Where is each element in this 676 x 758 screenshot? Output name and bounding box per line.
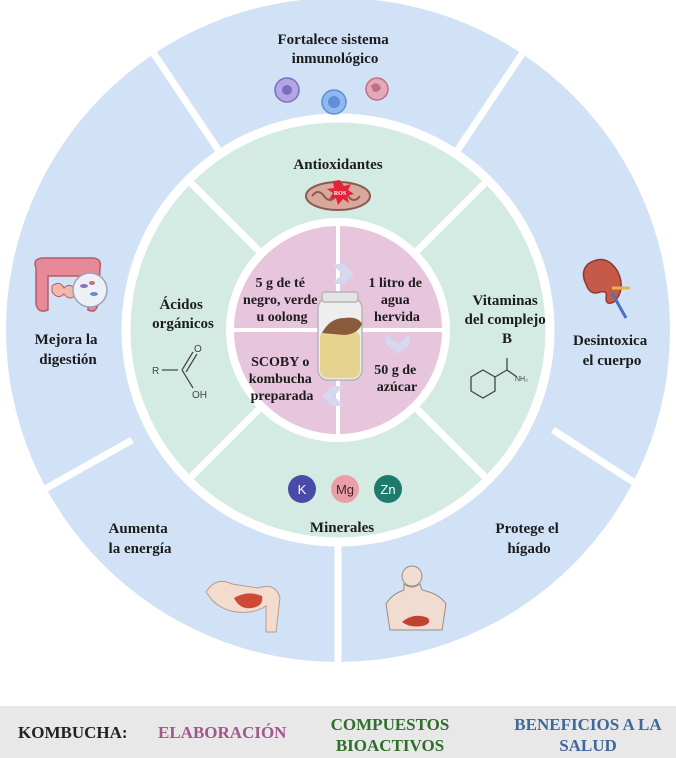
elaboracion-label-te: 5 g de té negro, verde u oolong bbox=[243, 276, 321, 325]
svg-text:Zn: Zn bbox=[380, 482, 395, 497]
beneficio-label-digestion: Mejora la digestión bbox=[35, 332, 102, 368]
legend-beneficios: BENEFICIOS A LA SALUD bbox=[500, 714, 676, 756]
beneficio-label-inmune: Fortalece sistema inmunológico bbox=[278, 32, 393, 67]
beneficio-label-higado: Protege el hígado bbox=[495, 521, 562, 557]
legend-elaboracion: ELABORACIÓN bbox=[158, 722, 286, 743]
arrow-left-icon bbox=[322, 386, 344, 406]
kidney-icon bbox=[582, 258, 630, 319]
kombucha-diagram: 5 g de té negro, verde u oolong 1 litro … bbox=[6, 0, 670, 662]
legend-elaboracion-text: ELABORACIÓN bbox=[158, 723, 287, 742]
legend-bar: KOMBUCHA: ELABORACIÓN COMPUESTOS BIOACTI… bbox=[0, 706, 676, 758]
svg-text:ROS: ROS bbox=[334, 191, 347, 197]
liver-icon bbox=[385, 565, 447, 631]
compuesto-label-minerales: Minerales bbox=[310, 520, 374, 536]
compuesto-label-acidos: Ácidos orgánicos bbox=[152, 296, 214, 332]
legend-compuestos-line1: COMPUESTOS bbox=[330, 715, 450, 734]
svg-text:OH: OH bbox=[192, 390, 207, 401]
legend-beneficios-line1: BENEFICIOS A LA bbox=[514, 715, 662, 734]
elaboracion-label-azucar: 50 g de azúcar bbox=[374, 363, 420, 395]
svg-text:Mg: Mg bbox=[336, 482, 354, 497]
arrow-right-icon bbox=[332, 264, 354, 284]
nicotinamide-structure-icon: NH₂ bbox=[470, 358, 528, 399]
outer-ring-border bbox=[121, 113, 555, 547]
compuesto-label-vitaminas: Vitaminas del complejo B bbox=[465, 293, 550, 347]
muscle-arm-icon bbox=[205, 580, 281, 633]
kombucha-jar-icon bbox=[317, 291, 363, 381]
svg-text:NH₂: NH₂ bbox=[515, 376, 528, 383]
svg-text:K: K bbox=[298, 482, 307, 497]
elaboracion-label-scoby: SCOBY o kombucha preparada bbox=[249, 355, 316, 404]
process-arrows bbox=[322, 264, 410, 406]
elaboracion-label-agua: 1 litro de agua hervida bbox=[369, 276, 426, 325]
svg-text:O: O bbox=[194, 344, 202, 355]
arrow-down-icon bbox=[386, 334, 410, 354]
beneficio-label-desintoxica: Desintoxica el cuerpo bbox=[573, 333, 651, 369]
middle-dividers bbox=[186, 178, 490, 482]
mineral-ions-icon: K Mg Zn bbox=[288, 475, 402, 503]
carboxylic-acid-structure-icon: R O OH bbox=[152, 344, 207, 401]
intestine-icon bbox=[34, 257, 108, 312]
mitochondria-icon: ROS bbox=[305, 180, 371, 211]
legend-compuestos: COMPUESTOS BIOACTIVOS bbox=[310, 714, 470, 756]
legend-compuestos-line2: BIOACTIVOS bbox=[335, 736, 445, 755]
compuesto-label-antioxidantes: Antioxidantes bbox=[293, 157, 382, 173]
outer-dividers bbox=[34, 52, 654, 662]
beneficio-label-energia: Aumenta la energía bbox=[109, 521, 172, 557]
svg-text:R: R bbox=[152, 366, 159, 377]
legend-title: KOMBUCHA: bbox=[18, 723, 128, 742]
immune-cells-icon bbox=[274, 77, 389, 115]
legend-beneficios-line2: SALUD bbox=[559, 736, 617, 755]
